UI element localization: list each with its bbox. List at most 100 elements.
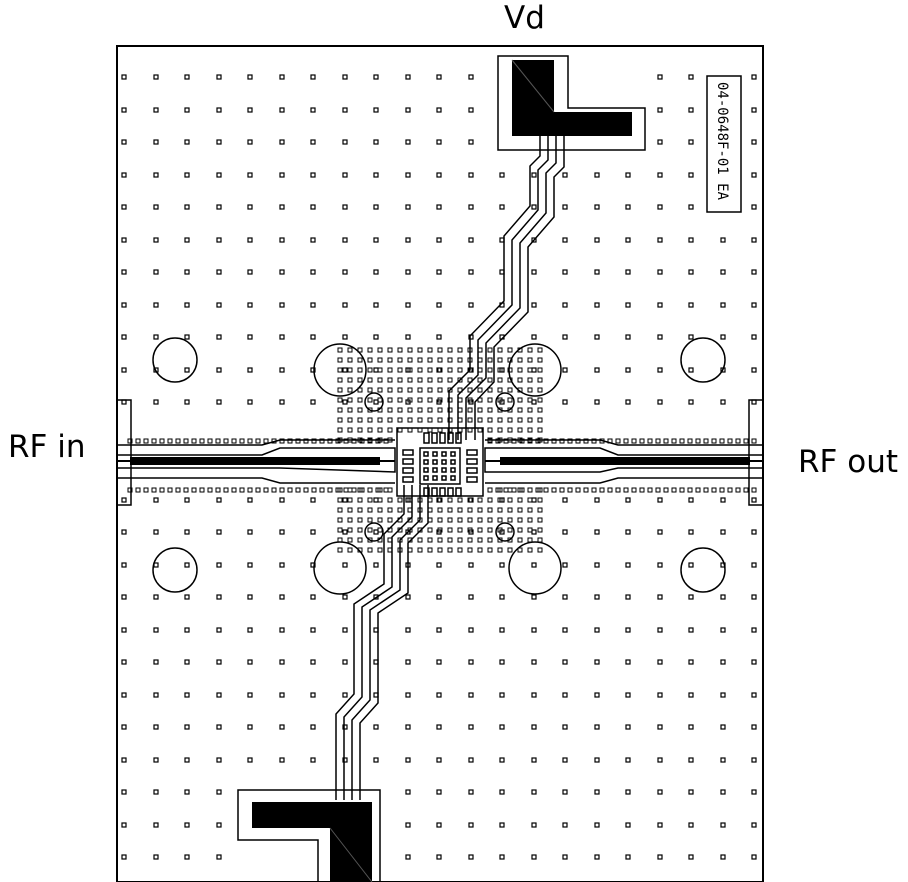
via xyxy=(625,594,631,600)
ic-pad xyxy=(441,475,447,481)
via xyxy=(347,547,353,553)
via xyxy=(657,724,663,730)
via xyxy=(743,487,749,493)
via xyxy=(279,594,285,600)
via xyxy=(688,562,694,568)
via xyxy=(688,399,694,405)
ic-pad xyxy=(402,458,414,465)
via xyxy=(167,487,173,493)
via xyxy=(159,487,165,493)
via xyxy=(447,517,453,523)
via xyxy=(594,529,600,535)
via xyxy=(310,497,316,503)
via xyxy=(507,347,513,353)
via xyxy=(357,407,363,413)
via xyxy=(537,407,543,413)
via xyxy=(625,334,631,340)
via xyxy=(247,302,253,308)
via xyxy=(527,367,533,373)
via xyxy=(751,627,757,633)
via xyxy=(527,547,533,553)
via xyxy=(342,302,348,308)
via xyxy=(735,487,741,493)
via xyxy=(497,377,503,383)
via xyxy=(377,527,383,533)
via xyxy=(247,107,253,113)
via xyxy=(367,517,373,523)
mounting-holes xyxy=(152,337,726,595)
via xyxy=(594,724,600,730)
via xyxy=(373,724,379,730)
via xyxy=(517,537,523,543)
via xyxy=(457,547,463,553)
ic-pad xyxy=(441,451,447,457)
via xyxy=(657,854,663,860)
via xyxy=(751,724,757,730)
via xyxy=(527,497,533,503)
via xyxy=(567,487,573,493)
via xyxy=(447,407,453,413)
via xyxy=(417,407,423,413)
via xyxy=(623,487,629,493)
via xyxy=(751,497,757,503)
mounting-hole xyxy=(508,541,562,595)
via xyxy=(153,139,159,145)
via xyxy=(407,527,413,533)
via xyxy=(342,529,348,535)
via xyxy=(367,547,373,553)
via xyxy=(657,692,663,698)
via xyxy=(527,397,533,403)
via xyxy=(216,497,222,503)
via xyxy=(531,594,537,600)
via xyxy=(397,377,403,383)
via xyxy=(247,659,253,665)
via xyxy=(121,302,127,308)
via xyxy=(397,387,403,393)
via xyxy=(310,627,316,633)
via xyxy=(247,497,253,503)
via xyxy=(531,334,537,340)
via xyxy=(216,107,222,113)
via xyxy=(499,659,505,665)
via xyxy=(468,594,474,600)
via xyxy=(437,377,443,383)
via xyxy=(671,487,677,493)
via xyxy=(405,724,411,730)
ic-pad xyxy=(450,475,456,481)
via xyxy=(688,789,694,795)
via xyxy=(367,387,373,393)
via xyxy=(467,517,473,523)
via xyxy=(367,487,373,493)
via xyxy=(184,692,190,698)
via xyxy=(405,822,411,828)
via xyxy=(507,427,513,433)
via xyxy=(436,302,442,308)
via xyxy=(688,107,694,113)
via xyxy=(310,529,316,535)
via xyxy=(153,107,159,113)
via xyxy=(342,497,348,503)
via xyxy=(527,487,533,493)
via xyxy=(377,417,383,423)
via xyxy=(310,757,316,763)
via xyxy=(367,417,373,423)
via xyxy=(342,74,348,80)
via xyxy=(477,507,483,513)
via xyxy=(688,139,694,145)
via xyxy=(687,487,693,493)
via xyxy=(487,407,493,413)
via xyxy=(447,367,453,373)
via xyxy=(347,497,353,503)
via xyxy=(153,757,159,763)
via xyxy=(594,627,600,633)
via xyxy=(359,487,365,493)
via xyxy=(727,438,733,444)
via xyxy=(499,854,505,860)
via xyxy=(387,367,393,373)
via xyxy=(367,377,373,383)
via xyxy=(347,397,353,403)
via xyxy=(657,172,663,178)
via xyxy=(357,527,363,533)
via xyxy=(175,438,181,444)
